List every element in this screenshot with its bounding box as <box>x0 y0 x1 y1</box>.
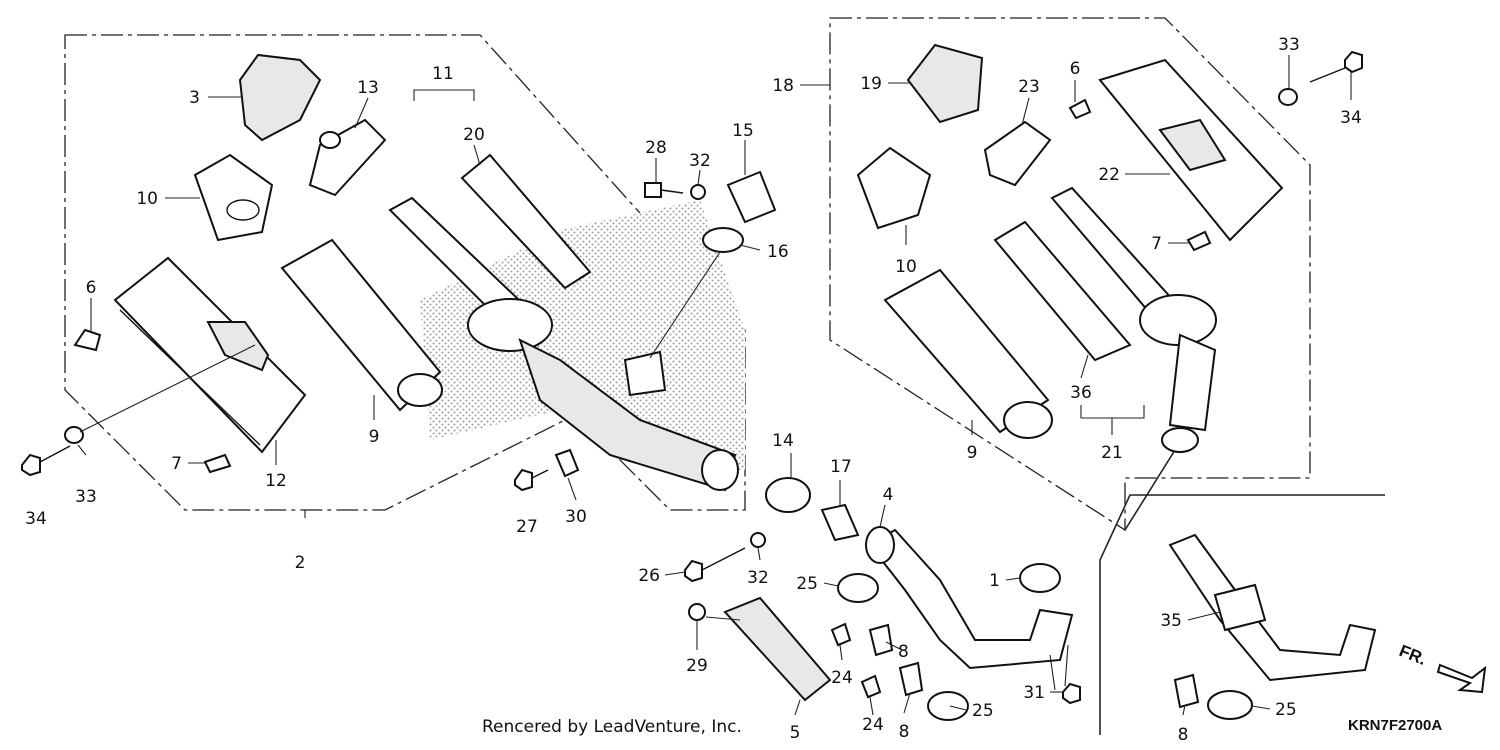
callout-36: 36 <box>1070 383 1092 403</box>
callout-21: 21 <box>1101 443 1123 463</box>
callout-6: 6 <box>86 278 97 298</box>
direction-label: FR. <box>1397 641 1430 669</box>
callout-25c: 25 <box>1275 700 1297 720</box>
lower-parts <box>684 477 1487 721</box>
callout-25: 25 <box>796 574 818 594</box>
callout-7b: 7 <box>1151 234 1162 254</box>
callout-34b: 34 <box>1340 108 1362 128</box>
callout-28: 28 <box>645 138 667 158</box>
callout-18: 18 <box>772 76 794 96</box>
callout-6b: 6 <box>1070 59 1081 79</box>
callout-30: 30 <box>565 507 587 527</box>
callout-34: 34 <box>25 509 47 529</box>
leader-lines <box>77 55 1352 716</box>
callout-24b: 24 <box>862 715 884 735</box>
callout-29: 29 <box>686 656 708 676</box>
callout-33: 33 <box>75 487 97 507</box>
callout-4: 4 <box>883 485 894 505</box>
callout-26: 26 <box>638 566 660 586</box>
callout-14: 14 <box>772 431 794 451</box>
callout-33b: 33 <box>1278 35 1300 55</box>
callout-20: 20 <box>463 125 485 145</box>
callout-labels: 3 13 10 6 12 9 11 20 7 34 33 2 27 30 28 … <box>25 35 1362 745</box>
callout-35: 35 <box>1160 611 1182 631</box>
callout-10b: 10 <box>895 257 917 277</box>
callout-19: 19 <box>860 74 882 94</box>
callout-23: 23 <box>1018 77 1040 97</box>
diagram-code: KRN7F2700A <box>1348 717 1442 734</box>
callout-2: 2 <box>295 553 306 573</box>
callout-11: 11 <box>432 64 454 84</box>
callout-1: 1 <box>989 571 1000 591</box>
callout-8: 8 <box>898 642 909 662</box>
callout-25b: 25 <box>972 701 994 721</box>
callout-32: 32 <box>689 151 711 171</box>
callout-32b: 32 <box>747 568 769 588</box>
callout-12: 12 <box>265 471 287 491</box>
callout-7: 7 <box>171 454 182 474</box>
callout-15: 15 <box>732 121 754 141</box>
callout-22: 22 <box>1098 165 1120 185</box>
front-direction-arrow <box>1436 663 1487 694</box>
callout-16: 16 <box>767 242 789 262</box>
callout-31: 31 <box>1023 683 1045 703</box>
callout-8c: 8 <box>1178 725 1189 745</box>
assembly-outlines <box>64 17 1385 735</box>
callout-3: 3 <box>189 88 200 108</box>
left-muffler-assembly <box>21 53 777 492</box>
footer-credit: Rencered by LeadVenture, Inc. <box>482 717 742 737</box>
callout-9b: 9 <box>967 443 978 463</box>
shaded-area <box>420 200 745 470</box>
right-muffler-assembly <box>856 43 1363 453</box>
callout-5: 5 <box>790 723 801 743</box>
callout-24: 24 <box>831 668 853 688</box>
callout-27: 27 <box>516 517 538 537</box>
callout-8b: 8 <box>899 722 910 742</box>
callout-10: 10 <box>136 189 158 209</box>
callout-9: 9 <box>369 427 380 447</box>
callout-13: 13 <box>357 78 379 98</box>
callout-17: 17 <box>830 457 852 477</box>
